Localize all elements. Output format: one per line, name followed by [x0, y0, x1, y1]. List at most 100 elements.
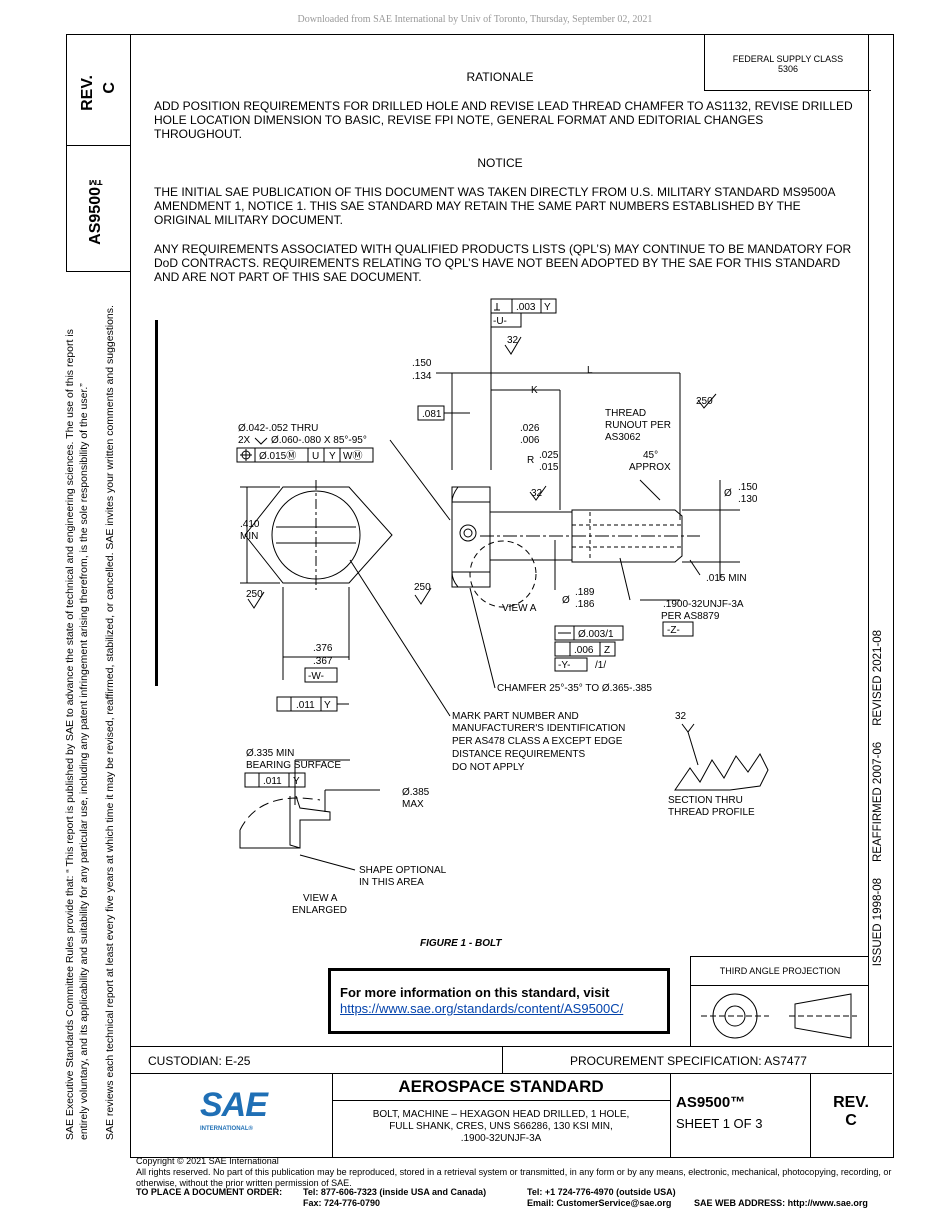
title-block: CUSTODIAN: E-25 PROCUREMENT SPECIFICATIO…	[130, 1046, 892, 1157]
min-015: .015 MIN	[706, 573, 747, 584]
thread-spec: .1900-32UNJF-3A	[663, 599, 744, 610]
finish-250-right: 250	[696, 396, 713, 407]
mark-note-1: MARK PART NUMBER AND	[452, 711, 579, 722]
note-flag-1: /1/	[595, 660, 606, 671]
logo-text: SAE	[200, 1086, 268, 1124]
sheet-number: SHEET 1 OF 3	[676, 1116, 763, 1131]
dim-376: .376	[313, 643, 333, 654]
thread-runout-2: RUNOUT PER	[605, 420, 671, 431]
fcf-straightness: Ø.003/1	[578, 629, 614, 640]
dim-l: L	[587, 365, 593, 376]
dia-385-max: MAX	[402, 799, 424, 810]
datum-z: -Z-	[667, 625, 680, 636]
approx: APPROX	[629, 462, 671, 473]
finish-32-section: 32	[675, 711, 687, 722]
view-a-enlarged-1: VIEW A	[303, 893, 338, 904]
fax: Fax: 724-776-0790	[303, 1198, 381, 1208]
fcf-datum-z: Z	[604, 645, 610, 656]
third-angle-label: THIRD ANGLE PROJECTION	[691, 957, 869, 986]
web-address: SAE WEB ADDRESS: http://www.sae.org	[694, 1198, 868, 1208]
fcf-011-datum: Y	[324, 700, 331, 711]
dim-015: .015	[539, 462, 559, 473]
mark-note-3: PER AS478 CLASS A EXCEPT EDGE	[452, 736, 623, 747]
thread-runout-3: AS3062	[605, 432, 641, 443]
rev-value: C	[845, 1112, 857, 1129]
notice-para-1: THE INITIAL SAE PUBLICATION OF THIS DOCU…	[154, 185, 835, 227]
datum-w: -W-	[308, 671, 324, 682]
fcf-datum-y: Y	[329, 451, 336, 462]
section-thru: SECTION THRU	[668, 795, 743, 806]
thread-per: PER AS8879	[661, 611, 720, 622]
procurement-spec: PROCUREMENT SPECIFICATION: AS7477	[570, 1054, 807, 1068]
dia-symbol-189: Ø	[562, 595, 570, 606]
dim-026: .026	[520, 423, 540, 434]
standard-link[interactable]: https://www.sae.org/standards/content/AS…	[340, 1001, 624, 1016]
mark-note-2: MANUFACTURER'S IDENTIFICATION	[452, 723, 625, 734]
hole-callout-2x: 2X	[238, 435, 251, 446]
standard-title: AEROSPACE STANDARD	[332, 1077, 670, 1101]
chamfer-note: CHAMFER 25°-35° TO Ø.365-.385	[497, 683, 652, 694]
left-rail: REV. C AS9500™	[66, 34, 131, 272]
copyright: Copyright © 2021 SAE International	[136, 1156, 279, 1166]
rationale-text: ADD POSITION REQUIREMENTS FOR DRILLED HO…	[154, 99, 853, 141]
disclaimer-2: entirely voluntary, and its applicabilit…	[78, 383, 90, 1140]
mark-note-5: DO NOT APPLY	[452, 762, 525, 773]
shape-optional: SHAPE OPTIONAL	[359, 865, 447, 876]
revision-history: ISSUED 1998-08 REAFFIRMED 2007-06 REVISE…	[872, 630, 884, 967]
fsc-label: FEDERAL SUPPLY CLASS	[732, 54, 844, 64]
doc-number: AS9500™	[676, 1094, 746, 1111]
rev-label-rail: REV.	[79, 75, 96, 111]
dia-symbol-150: Ø	[724, 488, 732, 499]
federal-supply-class: FEDERAL SUPPLY CLASS 5306	[704, 34, 871, 91]
bolt-description-3: .1900-32UNJF-3A	[460, 1133, 542, 1144]
mark-note-4: DISTANCE REQUIREMENTS	[452, 749, 585, 760]
fcf-011: .011	[296, 700, 315, 711]
dim-150: .150	[412, 358, 432, 369]
rev-label: REV.	[833, 1094, 869, 1111]
dim-025: .025	[539, 450, 559, 461]
tel-us: Tel: 877-606-7323 (inside USA and Canada…	[303, 1187, 487, 1197]
logo-subtext: INTERNATIONAL®	[200, 1126, 253, 1132]
dim-410-min: MIN	[240, 531, 258, 542]
dia-385: Ø.385	[402, 787, 430, 798]
hole-callout-1: Ø.042-.052 THRU	[238, 423, 318, 434]
download-notice: Downloaded from SAE International by Uni…	[297, 14, 653, 25]
in-this-area: IN THIS AREA	[359, 877, 424, 888]
rationale-heading: RATIONALE	[466, 70, 534, 84]
change-bar	[155, 320, 158, 686]
dia-186: .186	[575, 599, 595, 610]
bearing-surface: BEARING SURFACE	[246, 760, 341, 771]
datum-y: -Y-	[558, 660, 570, 671]
view-a-enlarged-2: ENLARGED	[292, 905, 347, 916]
datum-u: -U-	[493, 316, 507, 327]
notice-para-2: ANY REQUIREMENTS ASSOCIATED WITH QUALIFI…	[154, 242, 852, 284]
custodian: CUSTODIAN: E-25	[148, 1054, 251, 1068]
dia-150: .150	[738, 482, 758, 493]
bearing-fcf-011: .011	[263, 776, 282, 787]
bearing-fcf-datum: Y	[293, 776, 300, 787]
dim-081: .081	[422, 409, 442, 420]
dia-189: .189	[575, 587, 595, 598]
third-angle-symbol	[701, 993, 857, 1039]
rev-value-rail: C	[101, 82, 118, 94]
dia-130: .130	[738, 494, 758, 505]
dim-k: K	[531, 385, 538, 396]
finish-32-top: 32	[507, 335, 519, 346]
radius-r: R	[527, 455, 534, 466]
figure-caption: FIGURE 1 - BOLT	[420, 938, 502, 949]
hole-callout-2: Ø.060-.080 X 85°-95°	[271, 435, 367, 446]
fcf-003: .003	[516, 302, 536, 313]
thread-runout-1: THREAD	[605, 408, 646, 419]
disclaimer-3: SAE reviews each technical report at lea…	[104, 305, 116, 1140]
angle-45: 45°	[643, 450, 658, 461]
fcf-datum-u: U	[312, 451, 319, 462]
bolt-drawing: .003 Y -U- 32 .150 .134 L K .081 .026 .0…	[236, 298, 769, 949]
fcf-position: Ø.015Ⓜ	[259, 450, 296, 462]
datum-ref-y: Y	[544, 302, 551, 313]
fcf-006: .006	[574, 645, 594, 656]
info-box: For more information on this standard, v…	[328, 968, 670, 1034]
bolt-description-2: FULL SHANK, CRES, UNS S66286, 130 KSI MI…	[389, 1121, 613, 1132]
doc-number-rail: AS9500™	[87, 170, 104, 245]
sae-logo: SAE INTERNATIONAL®	[130, 1074, 333, 1157]
info-text: For more information on this standard, v…	[340, 985, 610, 1000]
